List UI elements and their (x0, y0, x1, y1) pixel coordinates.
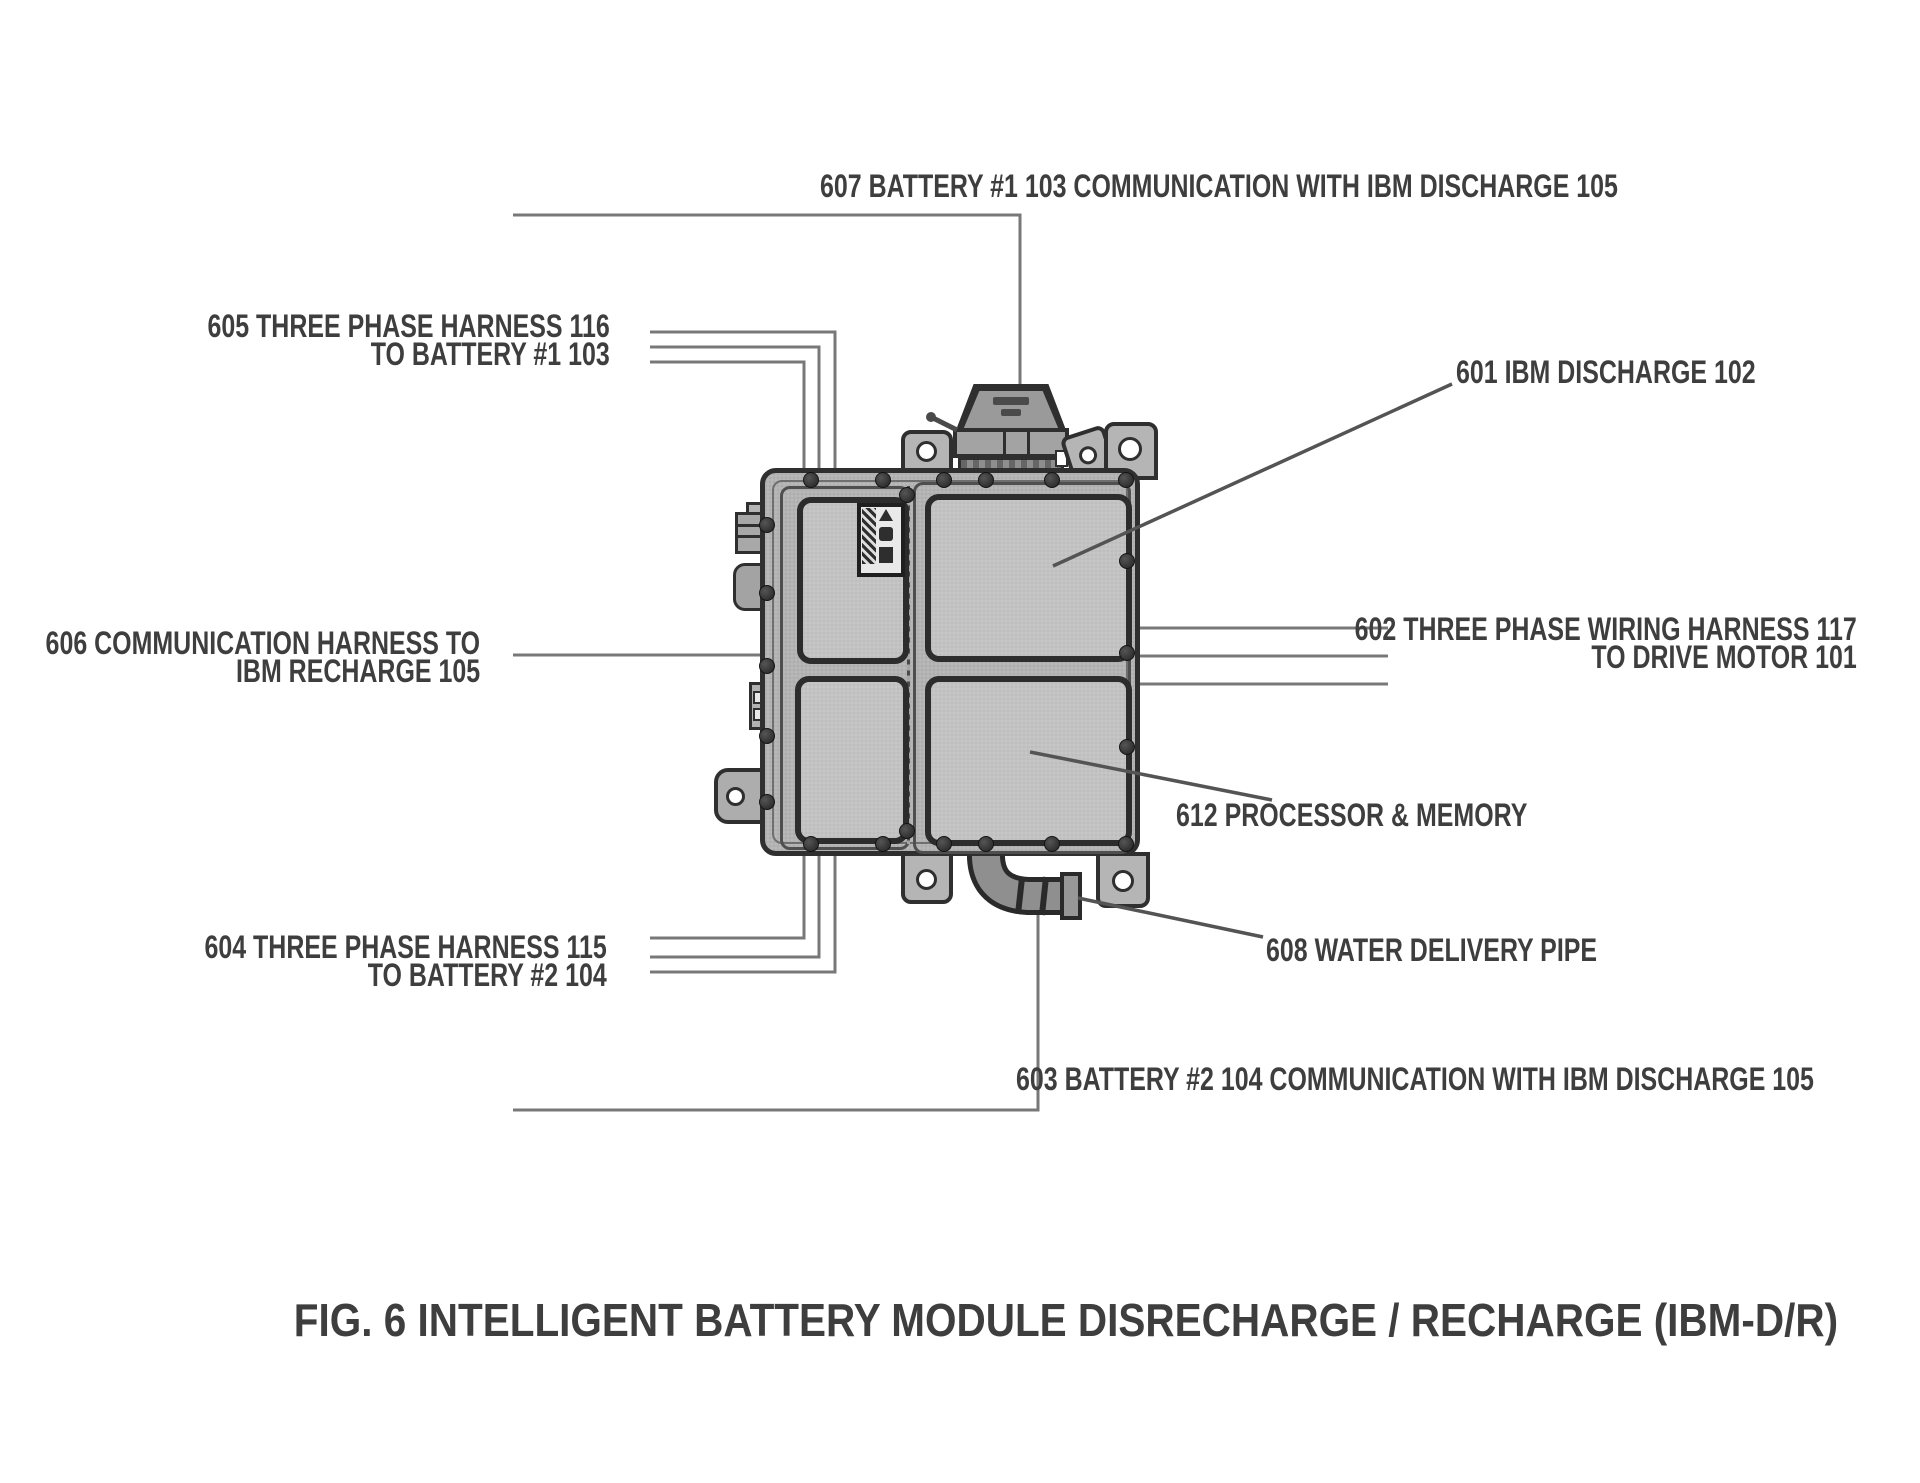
bolt (1119, 739, 1135, 755)
figure-caption: FIG. 6 INTELLIGENT BATTERY MODULE DISREC… (293, 1294, 1839, 1346)
logo-hatch-mark (862, 508, 876, 564)
label-602-line1: 602 THREE PHASE WIRING HARNESS 117 (1354, 611, 1857, 647)
connector-rib (738, 535, 766, 538)
leader-608 (1077, 896, 1264, 939)
bolt (759, 517, 775, 533)
water-pipe (972, 844, 1068, 910)
tab-hole (916, 869, 937, 890)
panel-left-bottom (795, 676, 909, 844)
label-601-text: 601 IBM DISCHARGE 102 (1456, 354, 1756, 390)
bolt (936, 472, 952, 488)
bolt (978, 836, 994, 852)
bolt (759, 658, 775, 674)
bolt (759, 585, 775, 601)
pipe-end-flange (1060, 872, 1082, 920)
cap-notch-a (993, 397, 1029, 405)
label-607: 607 BATTERY #1 103 COMMUNICATION WITH IB… (820, 168, 1618, 204)
right-compartment-lid (913, 482, 1131, 854)
label-608-text: 608 WATER DELIVERY PIPE (1266, 932, 1598, 968)
leader-612 (1029, 750, 1273, 802)
label-605-line1: 605 THREE PHASE HARNESS 116 (207, 308, 610, 344)
mount-tab-bottom-left (901, 852, 953, 904)
label-604-line2: TO BATTERY #2 104 (367, 957, 607, 993)
bolt (1118, 472, 1134, 488)
center-divider-strip (904, 486, 913, 844)
manufacturer-logo-plate (857, 503, 905, 577)
logo-mark (879, 547, 893, 563)
label-601: 601 IBM DISCHARGE 102 (1456, 354, 1756, 390)
bolt (1044, 472, 1060, 488)
label-604-line1: 604 THREE PHASE HARNESS 115 (204, 929, 607, 965)
leader-601 (1052, 382, 1453, 568)
bolt (875, 836, 891, 852)
tab-hole (1112, 870, 1134, 892)
label-602-line2: TO DRIVE MOTOR 101 (1591, 639, 1857, 675)
wire-607 (513, 213, 1022, 392)
logo-mark (879, 527, 893, 541)
bolt (759, 794, 775, 810)
tab-hole (916, 441, 937, 462)
logo-triangle-mark (879, 509, 893, 521)
bolt (759, 728, 775, 744)
bolt (899, 487, 915, 503)
label-607-text: 607 BATTERY #1 103 COMMUNICATION WITH IB… (820, 168, 1618, 204)
cap-notch-b (1001, 409, 1021, 416)
foot-hole (726, 787, 745, 806)
label-605-line2: TO BATTERY #1 103 (370, 336, 610, 372)
cap-rib-line (1003, 432, 1006, 454)
pipe-collar-b (1039, 876, 1049, 916)
bolt (1044, 836, 1060, 852)
cap-pin-head (926, 412, 936, 422)
label-604: 604 THREE PHASE HARNESS 115 TO BATTERY #… (204, 929, 607, 993)
bolt (978, 472, 994, 488)
bolt (875, 472, 891, 488)
panel-right-top (925, 494, 1132, 662)
wire-603 (513, 880, 1040, 1112)
label-605: 605 THREE PHASE HARNESS 116 TO BATTERY #… (207, 308, 610, 372)
label-603-text: 603 BATTERY #2 104 COMMUNICATION WITH IB… (1016, 1061, 1814, 1097)
label-612: 612 PROCESSOR & MEMORY (1176, 797, 1528, 833)
cap-rib-line (1027, 432, 1030, 454)
bolt (803, 836, 819, 852)
module-enclosure (760, 468, 1140, 856)
label-603: 603 BATTERY #2 104 COMMUNICATION WITH IB… (1016, 1061, 1814, 1097)
bolt (899, 823, 915, 839)
label-602: 602 THREE PHASE WIRING HARNESS 117 TO DR… (1354, 611, 1857, 675)
label-606: 606 COMMUNICATION HARNESS TO IBM RECHARG… (45, 625, 480, 689)
bolt (1118, 836, 1134, 852)
label-606-line1: 606 COMMUNICATION HARNESS TO (45, 625, 480, 661)
panel-right-bottom (925, 676, 1132, 846)
bolt (936, 836, 952, 852)
label-606-line2: IBM RECHARGE 105 (235, 653, 480, 689)
pipe-collar-a (1015, 877, 1025, 915)
label-608: 608 WATER DELIVERY PIPE (1266, 932, 1598, 968)
bolt (1119, 645, 1135, 661)
bolt (1119, 553, 1135, 569)
tab-hole (1118, 437, 1142, 461)
connector-rib (738, 524, 766, 527)
label-612-text: 612 PROCESSOR & MEMORY (1176, 797, 1528, 833)
bolt (803, 472, 819, 488)
